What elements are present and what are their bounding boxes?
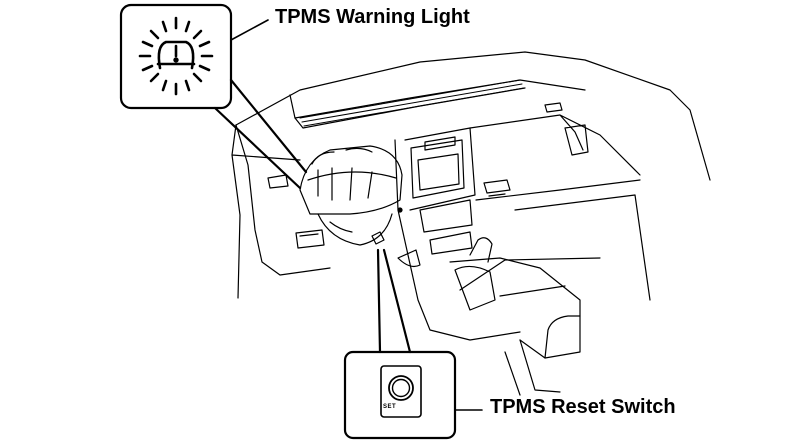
center-stack	[394, 139, 521, 341]
warning-leader-line	[213, 78, 308, 190]
set-marking: SET	[383, 404, 397, 410]
dashboard-top	[235, 51, 711, 181]
warning-light-label: TPMS Warning Light	[275, 6, 470, 28]
reset-callout-box	[343, 350, 457, 440]
warning-callout-box	[119, 3, 233, 110]
reset-leader-line	[376, 248, 412, 354]
reset-switch-label: TPMS Reset Switch	[490, 396, 676, 418]
reset-button-icon	[380, 365, 422, 418]
tpms-tire-pressure-icon	[138, 16, 214, 96]
